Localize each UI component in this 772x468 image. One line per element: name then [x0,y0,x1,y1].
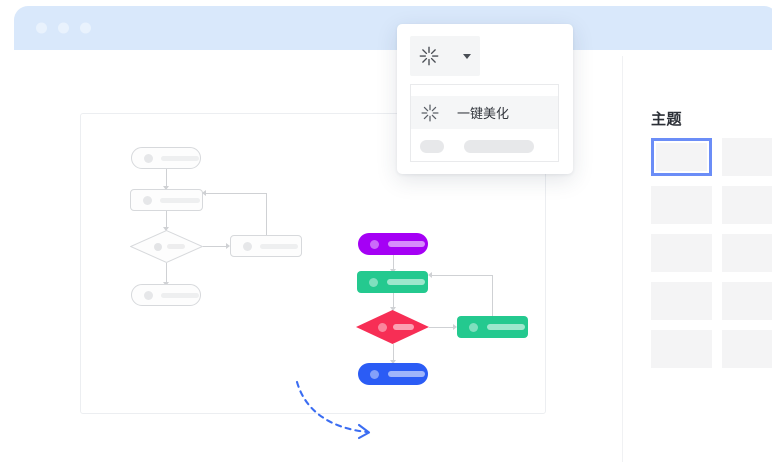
theme-swatch-7[interactable] [651,282,712,320]
sparkle-icon [419,46,439,66]
node-bullet-icon [144,290,153,300]
connector-line [393,255,394,271]
window-titlebar [14,6,772,50]
connector-arrow-icon [226,243,230,249]
diamond-content [130,230,203,263]
menu-item-label: 一键美化 [457,107,510,122]
ai-beautify-button[interactable] [410,36,480,76]
plain-flowchart [81,114,545,413]
ai-beautify-panel: 一键美化 [397,24,573,174]
theme-sidebar: 主题 [622,56,772,462]
sidebar-title: 主题 [651,111,683,128]
node-bullet-icon [369,277,378,287]
connector-line [432,275,492,276]
plain-process-node[interactable] [130,189,203,211]
theme-swatch-8[interactable] [722,282,772,320]
styled-end-node[interactable] [358,363,428,385]
window-controls [36,22,91,34]
diamond-shape-icon [130,230,203,263]
theme-swatch-9[interactable] [651,330,712,368]
node-label-placeholder [487,324,525,330]
theme-swatch-2[interactable] [722,138,772,176]
sparkle-icon [420,103,440,123]
connector-line [203,246,227,247]
node-label-placeholder [388,371,425,377]
app-window: 主题 [14,6,772,462]
ai-beautify-menu: 一键美化 [410,84,559,162]
connector-line [429,327,454,328]
window-minimize-dot-icon[interactable] [58,22,69,34]
styled-branch-node[interactable] [457,316,528,338]
styled-process-node[interactable] [357,271,428,293]
theme-swatch-5[interactable] [651,234,712,272]
node-label-placeholder [393,324,414,330]
placeholder-pill-small [420,139,444,153]
theme-swatch-1[interactable] [651,138,712,176]
connector-arrow-icon [428,272,432,278]
node-label-placeholder [161,292,199,298]
window-close-dot-icon[interactable] [36,22,47,34]
connector-line [166,211,167,229]
connector-arrow-icon [390,360,396,364]
node-label-placeholder [387,279,425,285]
theme-swatch-6[interactable] [722,234,772,272]
plain-branch-node[interactable] [230,235,302,257]
connector-line [266,193,267,235]
node-label-placeholder [388,241,425,247]
theme-swatch-preview [656,143,707,171]
menu-item-one-click-beautify[interactable]: 一键美化 [411,96,558,129]
connector-line [492,275,493,316]
connector-arrow-icon [163,186,169,190]
connector-arrow-icon [390,307,396,311]
connector-line [393,344,394,362]
diamond-content [356,310,429,344]
node-label-placeholder [161,155,199,161]
node-bullet-icon [143,195,152,205]
node-bullet-icon [154,242,162,251]
styled-decision-node[interactable] [356,310,429,344]
connector-arrow-icon [163,227,169,231]
styled-start-node[interactable] [358,233,428,255]
theme-grid [651,138,772,368]
node-bullet-icon [243,241,252,251]
diamond-shape-icon [356,310,429,344]
node-bullet-icon [370,239,379,249]
node-label-placeholder [160,197,200,203]
connector-line [393,293,394,309]
plain-start-node[interactable] [131,147,201,169]
node-bullet-icon [144,153,153,163]
placeholder-pill-large [464,139,534,153]
theme-swatch-10[interactable] [722,330,772,368]
connector-line [166,263,167,284]
node-label-placeholder [167,244,185,249]
node-bullet-icon [469,322,478,332]
node-label-placeholder [260,243,298,249]
plain-end-node[interactable] [131,284,201,306]
diagram-canvas[interactable] [80,113,546,440]
plain-decision-node[interactable] [130,230,203,263]
node-bullet-icon [378,322,387,332]
theme-swatch-3[interactable] [651,186,712,224]
dashed-arrow [295,380,371,440]
menu-item-placeholder[interactable] [411,135,558,157]
node-bullet-icon [370,369,379,379]
connector-arrow-icon [202,190,206,196]
window-maximize-dot-icon[interactable] [80,22,91,34]
chevron-down-icon [463,53,471,59]
styled-flowchart [81,114,545,413]
connector-line [166,169,167,188]
connector-arrow-icon [453,324,457,330]
connector-line [206,193,266,194]
theme-swatch-4[interactable] [722,186,772,224]
